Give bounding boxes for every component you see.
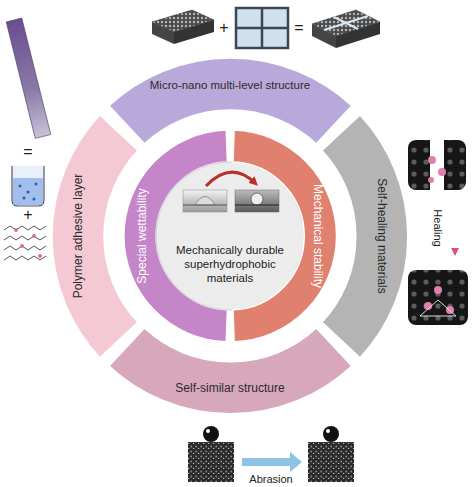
- beaker: [12, 166, 44, 206]
- node-outline: [320, 113, 410, 360]
- ring-segment: Self-healing materials: [320, 113, 410, 360]
- transition-arrow: [206, 172, 255, 186]
- sector-shape: [322, 115, 408, 358]
- segment-label: Micro-nano multi-level structure: [150, 78, 310, 92]
- micro-grid-frame: [236, 8, 288, 48]
- polymer-bar: [6, 18, 51, 138]
- node-outline: [107, 326, 354, 416]
- segment-label: Special wettability: [135, 188, 149, 283]
- node-outline: [107, 56, 354, 146]
- operator-symbol: +: [23, 206, 32, 224]
- damaged-block: [408, 134, 466, 194]
- nano-structure-block: [152, 10, 214, 44]
- segment-label: Self-similar structure: [175, 381, 284, 395]
- contact-angle-image: [183, 190, 227, 212]
- process-label: Abrasion: [249, 473, 292, 485]
- ring-segment: Self-similar structure: [107, 326, 354, 416]
- polymer-chains: [4, 226, 46, 260]
- rough-block: [188, 426, 234, 482]
- segment-label: Polymer adhesive layer: [71, 174, 85, 299]
- healing-arrow: [453, 200, 458, 252]
- abrasion-arrow: [242, 452, 302, 472]
- multi-level-block: [312, 10, 380, 48]
- sector-shape: [109, 58, 352, 144]
- ring-segment: Mechanical stability: [231, 128, 338, 344]
- operator-symbol: =: [23, 143, 32, 161]
- contact-angle-image: [235, 190, 279, 212]
- ring-segment: Micro-nano multi-level structure: [107, 56, 354, 146]
- process-label: Healing: [432, 209, 444, 246]
- segment-label: Self-healing materials: [375, 178, 389, 293]
- healed-block: [408, 270, 468, 325]
- sector-shape: [109, 328, 352, 414]
- operator-symbol: =: [294, 19, 303, 37]
- abraded-block: [308, 426, 354, 482]
- center-title: Mechanically durable superhydrophobic ma…: [167, 243, 293, 285]
- segment-label: Mechanical stability: [311, 184, 325, 288]
- sector-shape: [233, 130, 337, 342]
- operator-symbol: +: [219, 19, 228, 37]
